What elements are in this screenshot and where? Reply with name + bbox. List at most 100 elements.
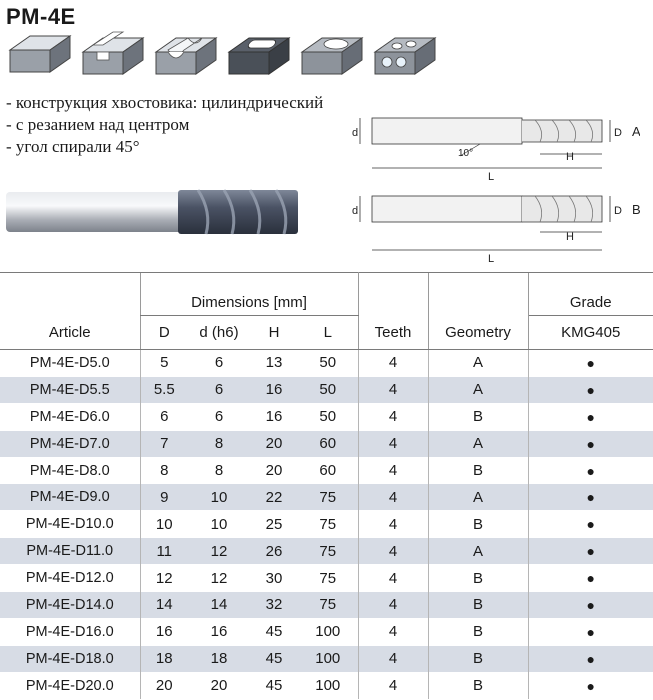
- cell-d: 10: [188, 510, 250, 538]
- cell-d: 16: [188, 617, 250, 646]
- cell-d-outer: 10: [139, 510, 188, 538]
- cell-grade: ●: [527, 429, 653, 458]
- slot-milling-icon: [79, 30, 147, 82]
- header-teeth: Teeth: [357, 315, 428, 350]
- cell-teeth: 4: [357, 375, 428, 404]
- cell-teeth: 4: [357, 510, 428, 538]
- cell-teeth: 4: [357, 591, 428, 619]
- cell-teeth: 4: [357, 617, 428, 646]
- header-D: D: [139, 315, 188, 350]
- cell-l: 75: [298, 564, 358, 592]
- spec-table: Dimensions [mm] Grade Article D d (h6) H…: [0, 272, 653, 700]
- cell-teeth: 4: [357, 429, 428, 458]
- operation-icons: [6, 30, 439, 82]
- cell-grade: ●: [527, 349, 653, 377]
- dim-D-label-b: D: [614, 205, 622, 217]
- cell-article: PM-4E-D14.0: [0, 591, 140, 619]
- feature-item: - конструкция хвостовика: цилиндрический: [6, 93, 324, 112]
- header-d: d (h6): [188, 315, 250, 350]
- header-article: Article: [0, 315, 140, 350]
- cell-l: 100: [298, 644, 358, 673]
- cell-grade: ●: [527, 644, 653, 673]
- cell-l: 100: [298, 617, 358, 646]
- feature-item: - угол спирали 45°: [6, 137, 140, 156]
- header-H: H: [250, 315, 298, 350]
- product-photo: [2, 182, 302, 247]
- cell-d: 6: [188, 349, 250, 377]
- cell-h: 16: [250, 375, 298, 404]
- cell-grade: ●: [527, 483, 653, 511]
- cell-l: 60: [298, 429, 358, 458]
- cell-d-outer: 5: [139, 349, 188, 377]
- cell-geometry: A: [427, 349, 528, 377]
- cell-teeth: 4: [357, 644, 428, 673]
- cell-geometry: B: [427, 617, 528, 646]
- cell-geometry: A: [427, 429, 528, 458]
- cell-l: 75: [298, 537, 358, 565]
- cell-article: PM-4E-D10.0: [0, 510, 140, 538]
- cell-article: PM-4E-D18.0: [0, 644, 140, 673]
- cell-d: 6: [188, 402, 250, 431]
- cell-h: 45: [250, 617, 298, 646]
- cell-l: 100: [298, 671, 358, 700]
- cell-grade: ●: [527, 617, 653, 646]
- header-grade: Grade: [527, 272, 653, 316]
- feature-list: - конструкция хвостовика: цилиндрический…: [6, 92, 323, 158]
- cell-article: PM-4E-D7.0: [0, 429, 140, 458]
- cell-geometry: B: [427, 644, 528, 673]
- cell-article: PM-4E-D12.0: [0, 564, 140, 592]
- cell-d-outer: 18: [139, 644, 188, 673]
- cell-grade: ●: [527, 456, 653, 484]
- groove-milling-icon: [152, 30, 220, 82]
- cell-grade: ●: [527, 402, 653, 431]
- cell-teeth: 4: [357, 402, 428, 431]
- cell-l: 50: [298, 375, 358, 404]
- cell-teeth: 4: [357, 456, 428, 484]
- cell-grade: ●: [527, 537, 653, 565]
- cell-geometry: B: [427, 510, 528, 538]
- technical-drawing: d D H L 10° A d D H L B: [340, 108, 641, 273]
- cell-h: 45: [250, 644, 298, 673]
- cell-h: 45: [250, 671, 298, 700]
- cell-l: 50: [298, 402, 358, 431]
- dim-d-label-b: d: [352, 205, 358, 217]
- variant-a-label: A: [632, 124, 640, 139]
- cell-h: 25: [250, 510, 298, 538]
- cell-geometry: B: [427, 591, 528, 619]
- cell-h: 30: [250, 564, 298, 592]
- cell-h: 13: [250, 349, 298, 377]
- drilling-icon: [371, 30, 439, 82]
- cell-l: 75: [298, 591, 358, 619]
- drawing-variant-a: [359, 117, 611, 169]
- cell-l: 75: [298, 510, 358, 538]
- cell-h: 16: [250, 402, 298, 431]
- variant-b-label: B: [632, 202, 640, 217]
- cell-teeth: 4: [357, 537, 428, 565]
- dim-H-label-a: H: [566, 151, 574, 163]
- cell-d: 18: [188, 644, 250, 673]
- cell-l: 50: [298, 349, 358, 377]
- cell-article: PM-4E-D6.0: [0, 402, 140, 431]
- cell-grade: ●: [527, 375, 653, 404]
- face-milling-icon: [6, 30, 74, 82]
- cell-geometry: B: [427, 456, 528, 484]
- feature-item: - с резанием над центром: [6, 115, 190, 134]
- cell-geometry: B: [427, 671, 528, 700]
- cell-d: 20: [188, 671, 250, 700]
- cell-geometry: A: [427, 537, 528, 565]
- cell-l: 60: [298, 456, 358, 484]
- drawing-variant-b: [359, 195, 611, 251]
- cell-teeth: 4: [357, 483, 428, 511]
- cell-geometry: A: [427, 375, 528, 404]
- cell-h: 22: [250, 483, 298, 511]
- cell-grade: ●: [527, 564, 653, 592]
- cell-d-outer: 8: [139, 456, 188, 484]
